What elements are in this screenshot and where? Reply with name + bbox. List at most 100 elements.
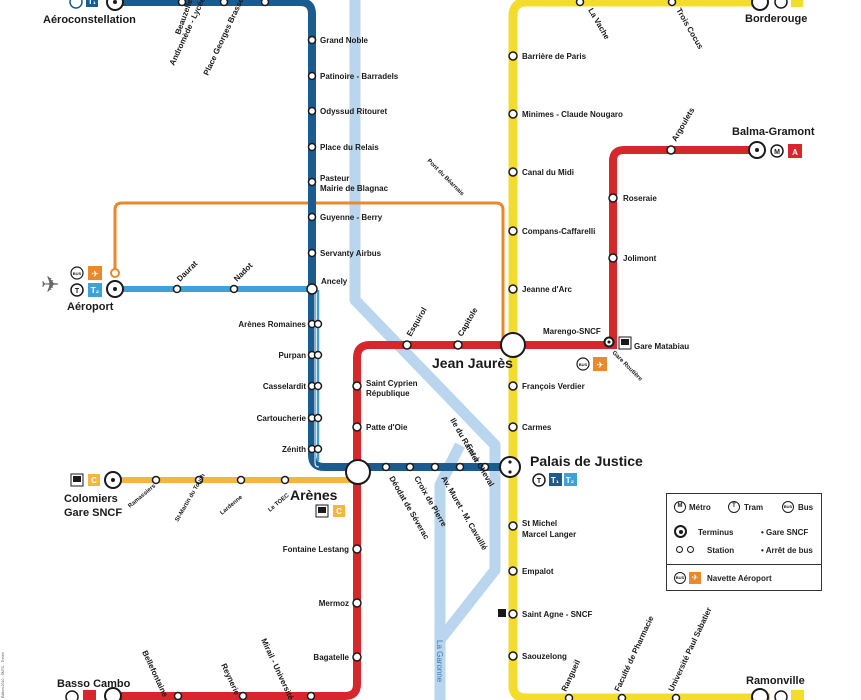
badge-jean-jaures-bus: BUS ✈ [576,336,632,371]
svg-text:Bellefontaine: Bellefontaine [140,649,170,699]
label-jean-jaures: Jean Jaurès [432,355,513,371]
garonne-branch [434,442,465,700]
label-aeroport: Aéroport [67,301,114,313]
svg-text:Nadot: Nadot [232,261,255,284]
bus-icon: BUS [782,501,794,513]
garonne-river [349,0,501,700]
t1-labels: Grand Noble Patinoire - Barradels Odyssu… [238,36,398,454]
svg-text:Cartoucherie: Cartoucherie [257,414,307,423]
svg-text:Saouzelong: Saouzelong [522,652,567,661]
svg-text:Casselardit: Casselardit [263,382,306,391]
station-icon [676,546,683,553]
svg-text:Mairie de Blagnac: Mairie de Blagnac [320,184,389,193]
metro-line-a [110,146,757,700]
badge-palais: T T₁ T₂ [532,473,577,487]
svg-text:A: A [792,148,798,157]
svg-text:Ancely: Ancely [321,277,348,286]
svg-text:Compans-Caffarelli: Compans-Caffarelli [522,227,595,236]
svg-text:Saint Cyprien: Saint Cyprien [366,379,418,388]
svg-text:Patte d'Oie: Patte d'Oie [366,423,408,432]
legend-bus: Bus [798,503,814,512]
svg-text:Faculté de Pharmacie: Faculté de Pharmacie [613,614,656,693]
label-gare-matabiau: Gare Matabiau [634,342,689,351]
label-balma: Balma-Gramont [732,126,815,138]
svg-text:Jolimont: Jolimont [623,254,657,263]
station-dots [151,0,681,700]
svg-text:Arènes Romaines: Arènes Romaines [238,320,306,329]
svg-text:Barrière de Paris: Barrière de Paris [522,52,587,61]
svg-text:Lardenne: Lardenne [219,494,244,516]
svg-text:T₁: T₁ [551,476,560,485]
legend-metro: Métro [689,503,711,512]
label-basso-cambo: Basso Cambo [57,678,131,690]
label-garonne: La Garonne [435,640,444,683]
badge-arenes: C [315,504,345,518]
svg-text:François Verdier: François Verdier [522,382,585,391]
svg-text:Servanty Airbus: Servanty Airbus [320,249,382,258]
tram-t1-inner [314,290,320,468]
svg-text:Odyssud Ritouret: Odyssud Ritouret [320,107,387,116]
badge-borderouge [774,0,803,9]
svg-text:Grand Noble: Grand Noble [320,36,369,45]
terminus-icon [674,525,687,538]
t1-top-labels: Beauzelle Andromède - Lycée Place George… [168,0,250,77]
svg-text:Capitole: Capitole [456,306,480,338]
svg-text:C: C [91,476,97,485]
svg-text:Pasteur: Pasteur [320,174,349,183]
legend-gare-sncf: • Gare SNCF [761,528,809,537]
plane-icon: ✈ [689,572,701,584]
svg-text:République: République [366,389,410,398]
label-colomiers: Colomiers [64,493,118,505]
label-arenes: Arènes [290,487,338,503]
svg-text:St Michel: St Michel [522,519,557,528]
svg-text:Fontaine Lestang: Fontaine Lestang [283,545,349,554]
svg-text:Canal du Midi: Canal du Midi [522,168,574,177]
svg-text:T₂: T₂ [566,476,575,485]
legend: M Métro T Tram BUS Bus Terminus • Gare S… [666,493,822,591]
plane-icon: ✈ [596,360,604,370]
legend-navette: Navette Aéroport [707,574,772,583]
svg-text:Roseraie: Roseraie [623,194,657,203]
svg-text:Minimes - Claude Nougaro: Minimes - Claude Nougaro [522,110,623,119]
badge-aeroconstellation: T₁ [69,0,98,9]
termini [104,0,769,700]
t2-labels: Daurat Nadot [175,259,255,284]
svg-text:BUS: BUS [73,271,82,276]
svg-text:C: C [336,507,342,516]
metro-icon: M [674,501,686,513]
svg-text:Place Georges Brassens: Place Georges Brassens [202,0,250,77]
train-icon [498,609,506,617]
badge-aeroport: BUS ✈ T T₂ [70,266,102,297]
navette-terminus [110,268,120,278]
badge-balma: M A [770,144,802,158]
svg-text:Mermoz: Mermoz [319,599,349,608]
plane-icon: ✈ [91,269,99,279]
svg-text:T₁: T₁ [88,0,97,6]
svg-text:M: M [774,149,780,156]
legend-terminus: Terminus [698,528,734,537]
svg-text:Argoulets: Argoulets [670,106,697,143]
svg-text:T: T [75,288,80,295]
label-palais: Palais de Justice [530,453,643,469]
edition-note: Édition 2010 - SMTC - Tisséo [1,652,5,698]
svg-text:Université Paul Sabatier: Université Paul Sabatier [667,606,714,693]
train-icon [621,339,629,345]
svg-text:Marcel Langer: Marcel Langer [522,530,576,539]
svg-text:Carmes: Carmes [522,423,552,432]
svg-text:Marengo-SNCF: Marengo-SNCF [543,327,601,336]
svg-text:Ramassiers: Ramassiers [127,483,157,510]
svg-text:BUS: BUS [579,362,588,367]
legend-station: Station [707,546,735,555]
badge-ramonville [774,690,804,700]
svg-text:Reynerie: Reynerie [219,662,242,697]
svg-text:Zénith: Zénith [282,445,306,454]
badge-colomiers: C [70,473,100,487]
label-aeroconstellation: Aéroconstellation [43,14,136,26]
svg-text:Place du Relais: Place du Relais [320,143,379,152]
bus-icon: BUS [674,572,686,584]
svg-text:T₂: T₂ [91,286,100,295]
svg-text:Patinoire - Barradels: Patinoire - Barradels [320,72,399,81]
svg-text:Purpan: Purpan [278,351,306,360]
hub-palais [499,456,521,478]
